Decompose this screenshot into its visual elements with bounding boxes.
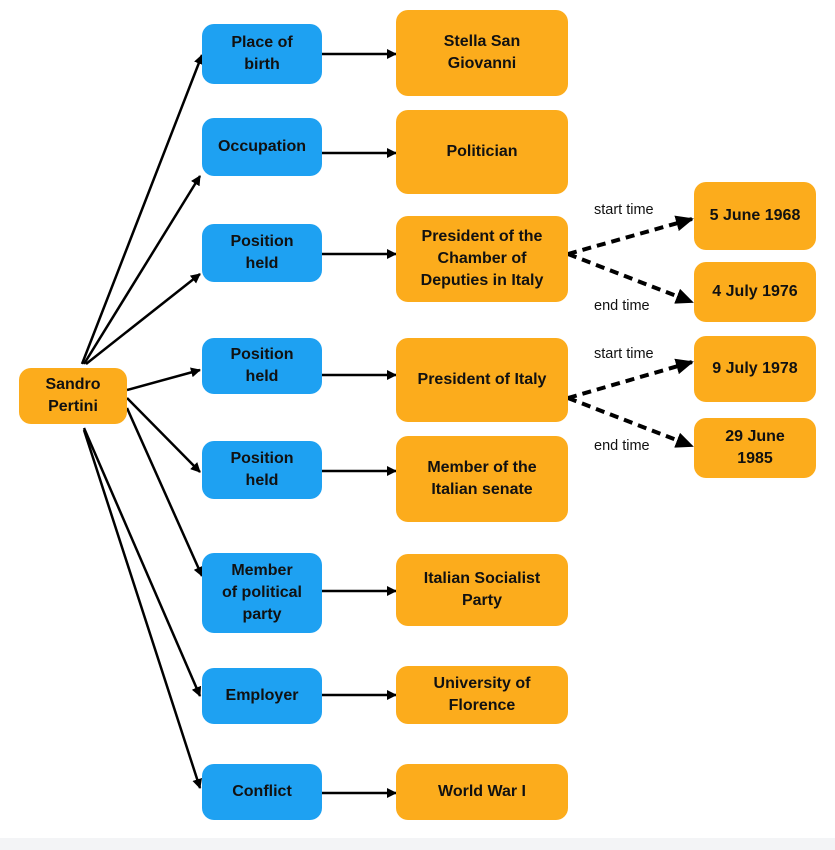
entity-politician: Politician [396, 110, 568, 194]
edge-root-to-relation-8 [82, 429, 202, 789]
entity-member-italian-senate: Member of the Italian senate [396, 436, 568, 522]
bottom-edge-strip [0, 838, 835, 850]
entity-world-war-i: World War I [396, 764, 568, 820]
edge-label-end-time-1: end time [594, 298, 650, 314]
relation-position-held-3: Position held [202, 441, 322, 499]
relation-position-held-1: Position held [202, 224, 322, 282]
root-node-sandro-pertini: Sandro Pertini [19, 368, 127, 424]
relation-place-of-birth: Place of birth [202, 24, 322, 84]
relation-position-held-2: Position held [202, 338, 322, 394]
qualifier-end-4-july-1976: 4 July 1976 [694, 262, 816, 322]
edge-qualifier-start-1 [567, 215, 694, 256]
entity-president-chamber-of-deputies: President of the Chamber of Deputies in … [396, 216, 568, 302]
edge-label-end-time-2: end time [594, 438, 650, 454]
edge-root-to-relation-6 [125, 407, 204, 577]
qualifier-start-5-june-1968: 5 June 1968 [694, 182, 816, 250]
edge-root-to-relation-4 [126, 367, 201, 392]
entity-president-of-italy: President of Italy [396, 338, 568, 422]
entity-italian-socialist-party: Italian Socialist Party [396, 554, 568, 626]
edge-root-to-relation-3 [85, 273, 201, 365]
edge-qualifier-end-1 [567, 252, 694, 304]
edge-label-start-time-2: start time [594, 346, 654, 362]
qualifier-start-9-july-1978: 9 July 1978 [694, 336, 816, 402]
relation-occupation: Occupation [202, 118, 322, 176]
entity-university-of-florence: University of Florence [396, 666, 568, 724]
edge-label-start-time-1: start time [594, 202, 654, 218]
relation-member-of-political-party: Member of political party [202, 553, 322, 633]
entity-stella-san-giovanni: Stella San Giovanni [396, 10, 568, 96]
edge-qualifier-end-2 [567, 396, 694, 448]
edge-root-to-relation-7 [82, 427, 202, 697]
relation-employer: Employer [202, 668, 322, 724]
edge-root-to-relation-1 [80, 54, 204, 365]
relation-conflict: Conflict [202, 764, 322, 820]
edge-root-to-relation-2 [82, 175, 202, 365]
edge-qualifier-start-2 [567, 358, 694, 400]
edge-root-to-relation-5 [126, 397, 201, 473]
qualifier-end-29-june-1985: 29 June 1985 [694, 418, 816, 478]
